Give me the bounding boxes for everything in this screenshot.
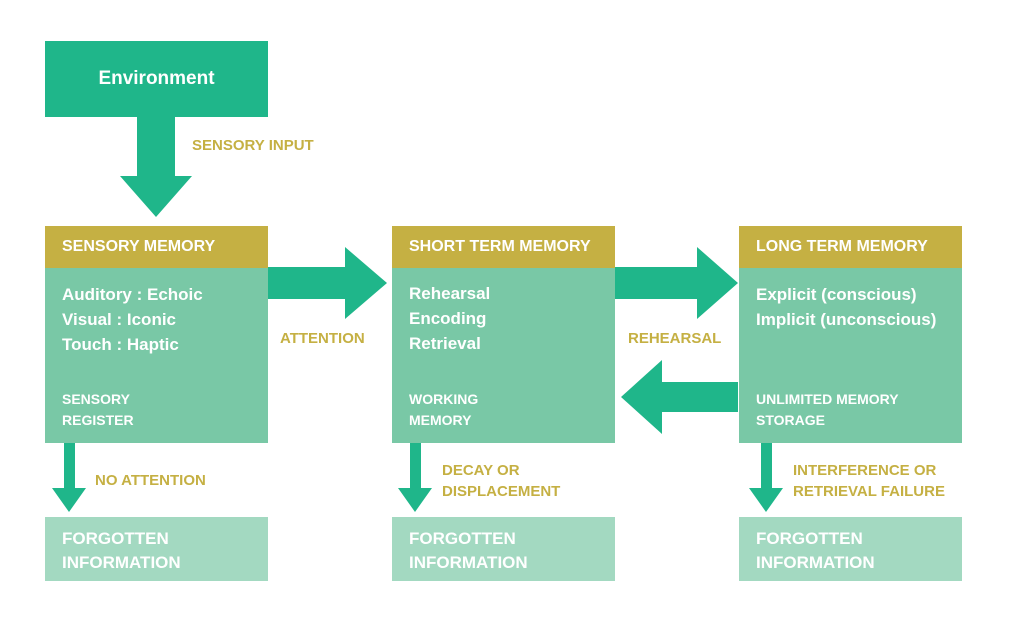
no-attention-label: NO ATTENTION — [95, 470, 206, 491]
arrow-no-attention — [52, 443, 86, 512]
long-term-memory-title: LONG TERM MEMORY — [739, 226, 962, 268]
outcome-line: FORGOTTEN — [62, 529, 169, 548]
rehearsal-label: REHEARSAL — [628, 328, 721, 349]
label-text: ATTENTION — [280, 330, 365, 347]
list-item: Touch : Haptic — [62, 335, 179, 354]
long-term-memory-box: LONG TERM MEMORY Explicit (conscious) Im… — [739, 226, 962, 443]
label-text: INTERFERENCE OR — [793, 462, 937, 479]
long-term-memory-items: Explicit (conscious) Implicit (unconscio… — [756, 282, 936, 332]
arrow-sensory-input — [120, 117, 192, 217]
footer-line: REGISTER — [62, 412, 134, 428]
list-item: Implicit (unconscious) — [756, 310, 937, 329]
label-text: RETRIEVAL FAILURE — [793, 483, 945, 500]
arrow-rehearsal — [614, 247, 738, 319]
sensory-input-label: SENSORY INPUT — [192, 135, 314, 156]
footer-line: SENSORY — [62, 391, 130, 407]
footer-line: WORKING — [409, 391, 479, 407]
sensory-memory-box: SENSORY MEMORY Auditory : Echoic Visual … — [45, 226, 268, 443]
attention-label: ATTENTION — [280, 328, 365, 349]
environment-label: Environment — [98, 68, 215, 89]
list-item: Explicit (conscious) — [756, 285, 917, 304]
list-item: Auditory : Echoic — [62, 285, 203, 304]
decay-label: DECAY OR DISPLACEMENT — [442, 460, 560, 502]
forgotten-information-box: FORGOTTEN INFORMATION — [739, 517, 962, 581]
sensory-memory-footer: SENSORY REGISTER — [62, 389, 134, 431]
forgotten-information-box: FORGOTTEN INFORMATION — [392, 517, 615, 581]
label-text: SENSORY INPUT — [192, 137, 314, 154]
outcome-line: INFORMATION — [409, 553, 528, 572]
short-term-memory-box: SHORT TERM MEMORY Rehearsal Encoding Ret… — [392, 226, 615, 443]
footer-line: UNLIMITED MEMORY — [756, 391, 899, 407]
arrow-retrieval — [621, 360, 738, 434]
outcome-line: FORGOTTEN — [756, 529, 863, 548]
arrow-interference — [749, 443, 783, 512]
forgotten-information-box: FORGOTTEN INFORMATION — [45, 517, 268, 581]
short-term-memory-title: SHORT TERM MEMORY — [392, 226, 615, 268]
label-text: DECAY OR — [442, 462, 520, 479]
list-item: Retrieval — [409, 334, 481, 353]
outcome-line: INFORMATION — [62, 553, 181, 572]
label-text: REHEARSAL — [628, 330, 722, 347]
sensory-memory-title: SENSORY MEMORY — [45, 226, 268, 268]
list-item: Rehearsal — [409, 284, 491, 303]
environment-box: Environment — [45, 41, 268, 117]
list-item: Encoding — [409, 309, 487, 328]
long-term-memory-footer: UNLIMITED MEMORY STORAGE — [756, 389, 899, 431]
outcome-line: FORGOTTEN — [409, 529, 516, 548]
arrow-attention — [268, 247, 387, 319]
sensory-memory-items: Auditory : Echoic Visual : Iconic Touch … — [62, 282, 203, 357]
short-term-memory-footer: WORKING MEMORY — [409, 389, 478, 431]
footer-line: MEMORY — [409, 412, 472, 428]
arrow-decay — [398, 443, 432, 512]
short-term-memory-items: Rehearsal Encoding Retrieval — [409, 281, 490, 356]
interference-label: INTERFERENCE OR RETRIEVAL FAILURE — [793, 460, 945, 502]
list-item: Visual : Iconic — [62, 310, 177, 329]
outcome-line: INFORMATION — [756, 553, 875, 572]
label-text: DISPLACEMENT — [442, 483, 561, 500]
footer-line: STORAGE — [756, 412, 825, 428]
label-text: NO ATTENTION — [95, 472, 206, 489]
